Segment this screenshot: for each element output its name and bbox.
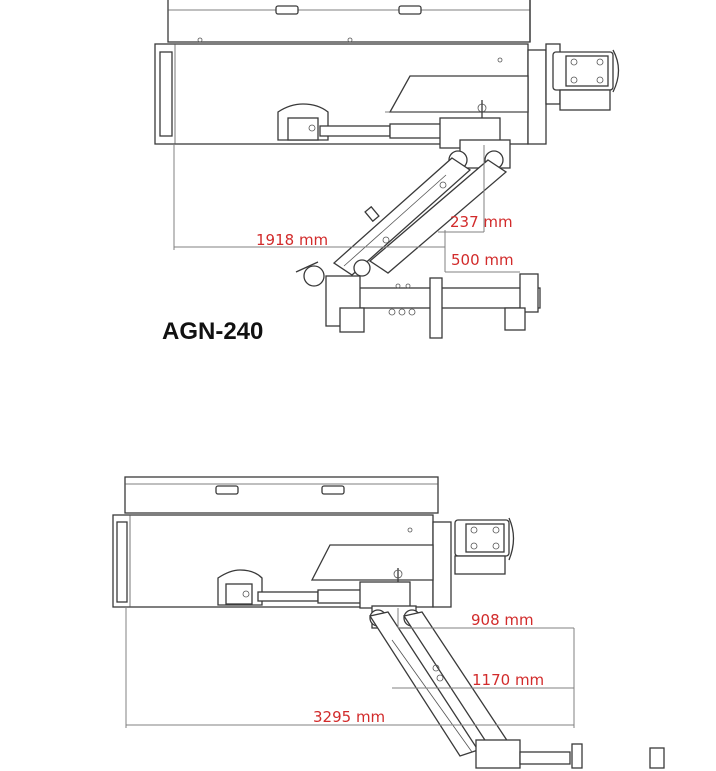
top-dim-width-label: 1918 mm — [256, 231, 328, 249]
bottom-housing-upper — [124, 476, 439, 514]
bottom-cylinder — [257, 568, 411, 609]
bottom-dim-offset-large-label: 1170 mm — [472, 671, 544, 689]
top-view — [154, 0, 620, 339]
top-dimension-lines — [173, 145, 520, 273]
top-motor-unit — [552, 49, 620, 111]
bottom-dim-offset-small-label: 908 mm — [471, 611, 534, 629]
bottom-dimension-lines — [125, 608, 575, 728]
top-dim-offset-large-label: 500 mm — [451, 251, 514, 269]
top-cylinder — [319, 100, 501, 149]
bottom-motor-unit — [454, 517, 515, 575]
top-tool-frame — [295, 259, 541, 339]
top-wedge-plate — [388, 75, 529, 113]
top-left-bracket — [277, 103, 329, 141]
bottom-arm — [368, 611, 665, 769]
bottom-dim-width-label: 3295 mm — [313, 708, 385, 726]
bottom-left-bracket — [217, 569, 263, 606]
bottom-view — [112, 476, 665, 769]
top-dim-offset-small-label: 237 mm — [450, 213, 513, 231]
model-label: AGN-240 — [162, 318, 263, 345]
bottom-wedge-plate — [310, 544, 434, 581]
top-arm — [332, 157, 508, 276]
top-housing-upper — [167, 0, 531, 43]
